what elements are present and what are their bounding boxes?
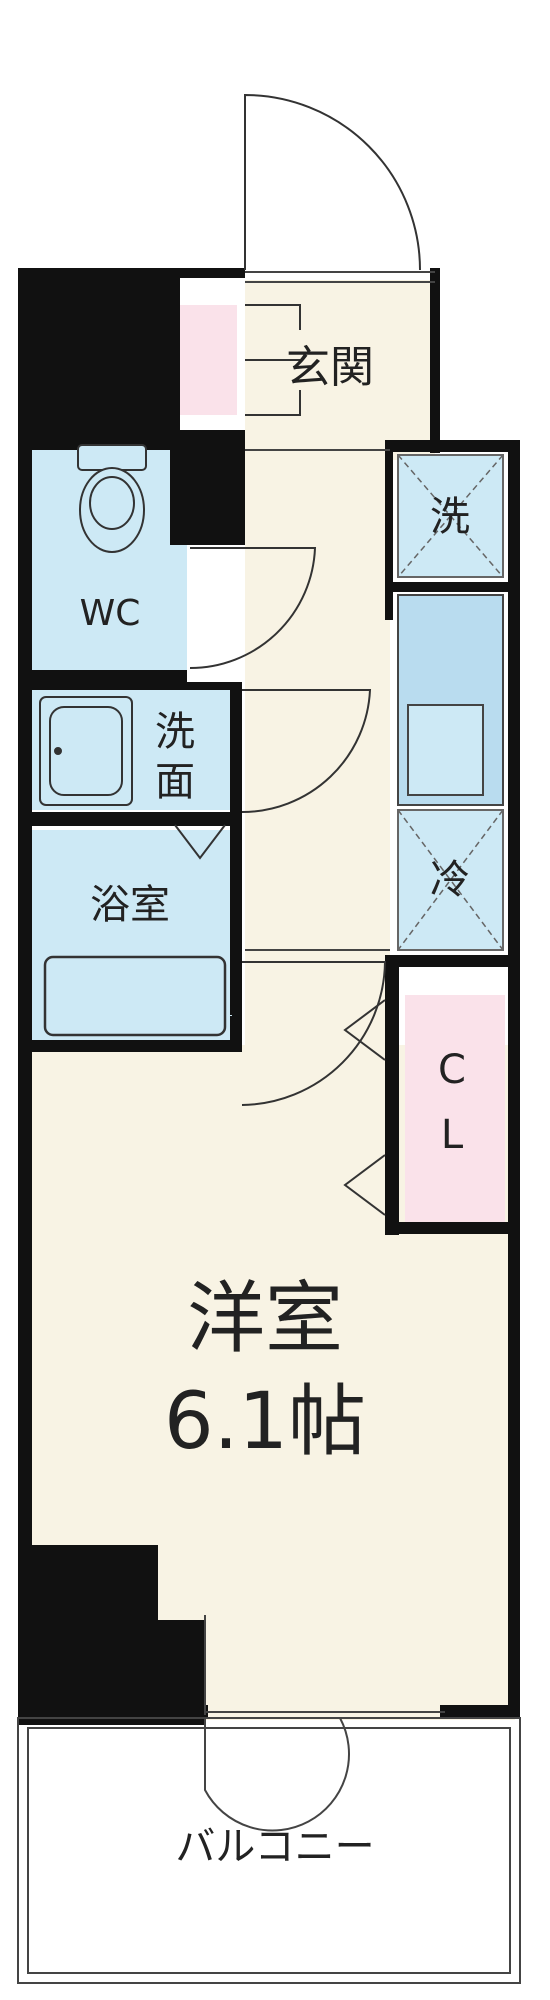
washroom-label-2: 面 [155,759,195,805]
closet-label-2: L [441,1112,464,1158]
balcony [17,1717,521,1984]
wall [18,268,173,450]
wall [385,955,399,1235]
wall [440,1705,520,1719]
wall [18,1545,158,1725]
toilet-fixture [77,444,147,553]
wall [385,1222,515,1234]
entrance-floor [245,280,435,460]
wall [170,430,245,545]
wall [170,268,180,438]
bathtub-box [43,955,227,1037]
wall [385,440,393,620]
closet-folding-doors [343,999,386,1216]
kitchen-counter [397,594,504,806]
wall [230,685,242,1052]
wall [18,268,245,278]
hall-floor [245,445,390,1045]
fridge-space [397,809,504,951]
wall [430,268,440,453]
walls [18,268,520,1725]
wall [385,440,520,452]
wall [385,582,510,592]
closet-label-1: C [438,1047,466,1093]
bathroom-folding-door [174,824,226,860]
wall [32,670,187,682]
fridge-label: 冷 [430,857,470,903]
washer-label: 洗 [430,494,470,540]
entrance-label: 玄関 [286,342,374,393]
wall [32,682,242,690]
western-room-label: 洋室 [187,1274,343,1364]
cl-closet [405,995,505,1225]
wall [32,812,242,826]
wall [32,1040,242,1052]
wall [18,268,32,1718]
wc-label: WC [80,593,141,634]
washbasin-fixture [39,696,133,806]
wc-door [189,547,317,670]
western-room-door [241,961,387,1106]
washroom-door [241,689,372,814]
washroom-label-1: 洗 [155,709,195,755]
entrance-shoe-closet [175,305,237,415]
wall [18,1705,208,1719]
wall [385,955,515,967]
balcony-label: バルコニー [175,1824,374,1870]
wall [508,440,520,1705]
bathroom-label: 浴室 [90,882,170,928]
balcony-door-swing [204,1717,350,1832]
shoe-closet-door [245,304,301,416]
western-room-area: 6.1帖 [164,1377,366,1467]
washer-space [397,454,504,578]
entrance-door [244,93,421,271]
